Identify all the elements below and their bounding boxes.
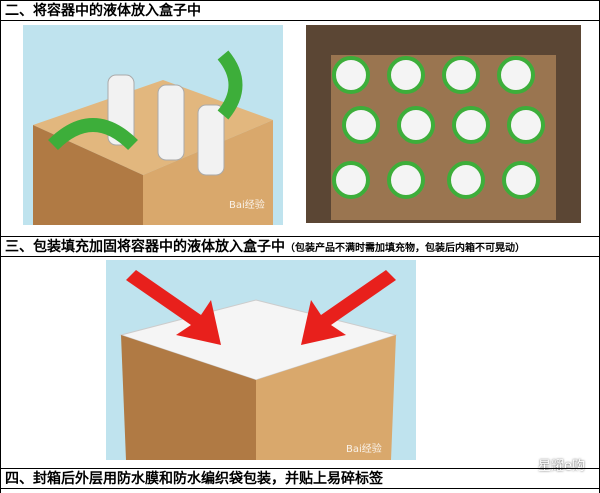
section-header-3: 三、包装填充加固将容器中的液体放入盒子中（包装产品不满时需加填充物，包装后内箱不… xyxy=(1,236,599,257)
photo-bottles-in-box xyxy=(306,25,581,223)
bottle-cap xyxy=(452,106,490,144)
bottle-caps xyxy=(332,56,545,199)
bottle-cap xyxy=(332,56,370,94)
red-arrows xyxy=(126,270,396,345)
bottle-cap xyxy=(502,161,540,199)
section-title: 四、封箱后外层用防水膜和防水编织袋包装，并贴上易碎标签 xyxy=(5,471,383,487)
bottle-cap xyxy=(387,56,425,94)
bottle-cap xyxy=(342,106,380,144)
baidu-watermark: Bai经验 xyxy=(346,444,382,455)
baidu-watermark: Bai经验 xyxy=(229,200,265,211)
illustration-filled-box xyxy=(106,260,416,460)
green-arrow-right xyxy=(217,50,243,120)
bottle-cap xyxy=(507,106,545,144)
bottle-cap xyxy=(442,56,480,94)
section-header-4: 四、封箱后外层用防水膜和防水编织袋包装，并贴上易碎标签 xyxy=(1,468,599,489)
bottle-cap xyxy=(332,161,370,199)
green-arrow-left xyxy=(48,118,138,151)
bottle-cap xyxy=(397,106,435,144)
brand-watermark: 星耀e购 xyxy=(538,459,585,474)
section-header-2: 二、将容器中的液体放入盒子中 xyxy=(1,0,599,21)
section-note: （包装产品不满时需加填充物，包装后内箱不可晃动） xyxy=(285,243,525,254)
bottle-cap xyxy=(497,56,535,94)
bottle-cap xyxy=(447,161,485,199)
section-title: 三、包装填充加固将容器中的液体放入盒子中 xyxy=(5,239,285,255)
bottle-cap xyxy=(387,161,425,199)
section-title: 二、将容器中的液体放入盒子中 xyxy=(5,3,201,19)
illustration-bottles-in-box xyxy=(23,25,283,225)
